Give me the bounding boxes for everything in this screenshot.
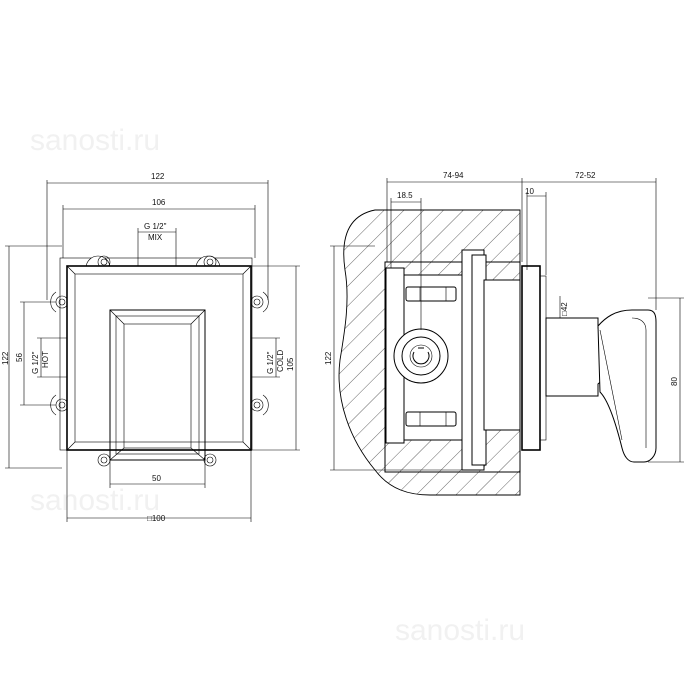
front-view: 122 106 G 1/2" MIX 122 56: [1, 172, 300, 523]
dim-height: 122: [324, 245, 462, 471]
dim-label: 18.5: [397, 191, 413, 200]
mounting-ear: [250, 394, 269, 416]
cold-inlet-dim: G 1/2" COLD: [251, 337, 285, 378]
cold-label: COLD: [276, 350, 285, 372]
mounting-ear: [97, 453, 111, 467]
mounting-box: [385, 249, 521, 471]
dim-right-height: 105: [251, 265, 300, 451]
cover-plate: [66, 265, 252, 451]
dim-handle-width: 50: [109, 460, 206, 488]
mix-thread-label: G 1/2": [144, 222, 167, 231]
dim-stem: □42: [559, 296, 569, 318]
dim-label: 122: [151, 172, 165, 181]
side-view: 74-94 18.5 10 72-52 122: [324, 171, 684, 496]
dim-label: 105: [286, 357, 295, 371]
dim-left-height: 122: [1, 245, 62, 469]
dim-label: 10: [525, 187, 534, 196]
dim-label: 80: [670, 377, 679, 386]
mounting-ear: [250, 291, 269, 313]
dim-inner-height: 56: [15, 301, 56, 406]
handle-side: [545, 309, 657, 463]
dim-label: 122: [1, 351, 10, 365]
mix-label: MIX: [148, 233, 163, 242]
hot-label: HOT: [41, 351, 50, 368]
dim-plate: □100: [66, 450, 252, 523]
dim-offset: 18.5: [390, 191, 422, 330]
handle: [109, 309, 206, 461]
watermark: sanosti.ru: [395, 614, 525, 647]
dim-depth: 74-94: [386, 171, 523, 262]
dim-label: 56: [15, 353, 24, 362]
mounting-ear: [203, 453, 217, 467]
dim-overall-width: 122: [46, 172, 269, 300]
watermark: sanosti.ru: [30, 124, 160, 157]
cover-plate-side: [521, 265, 541, 451]
dim-label: 74-94: [443, 171, 464, 180]
mounting-ear: [195, 255, 221, 269]
dim-label: 72-52: [575, 171, 596, 180]
dim-inner-width: 106: [62, 198, 256, 258]
hot-inlet-dim: G 1/2" HOT: [31, 337, 67, 378]
dim-handle-projection: 72-52: [522, 171, 657, 310]
dim-handle-height: 80: [648, 297, 684, 463]
cold-thread-label: G 1/2": [266, 351, 275, 374]
dim-label: 50: [152, 474, 161, 483]
dim-label: 122: [324, 351, 333, 365]
dim-plate-gap: 10: [525, 187, 547, 275]
dim-label: □42: [560, 302, 569, 316]
hot-thread-label: G 1/2": [31, 351, 40, 374]
watermark: sanosti.ru: [30, 484, 160, 517]
dim-label: □100: [147, 514, 166, 523]
dim-label: 106: [152, 198, 166, 207]
mix-outlet-dim: G 1/2" MIX: [137, 222, 177, 266]
